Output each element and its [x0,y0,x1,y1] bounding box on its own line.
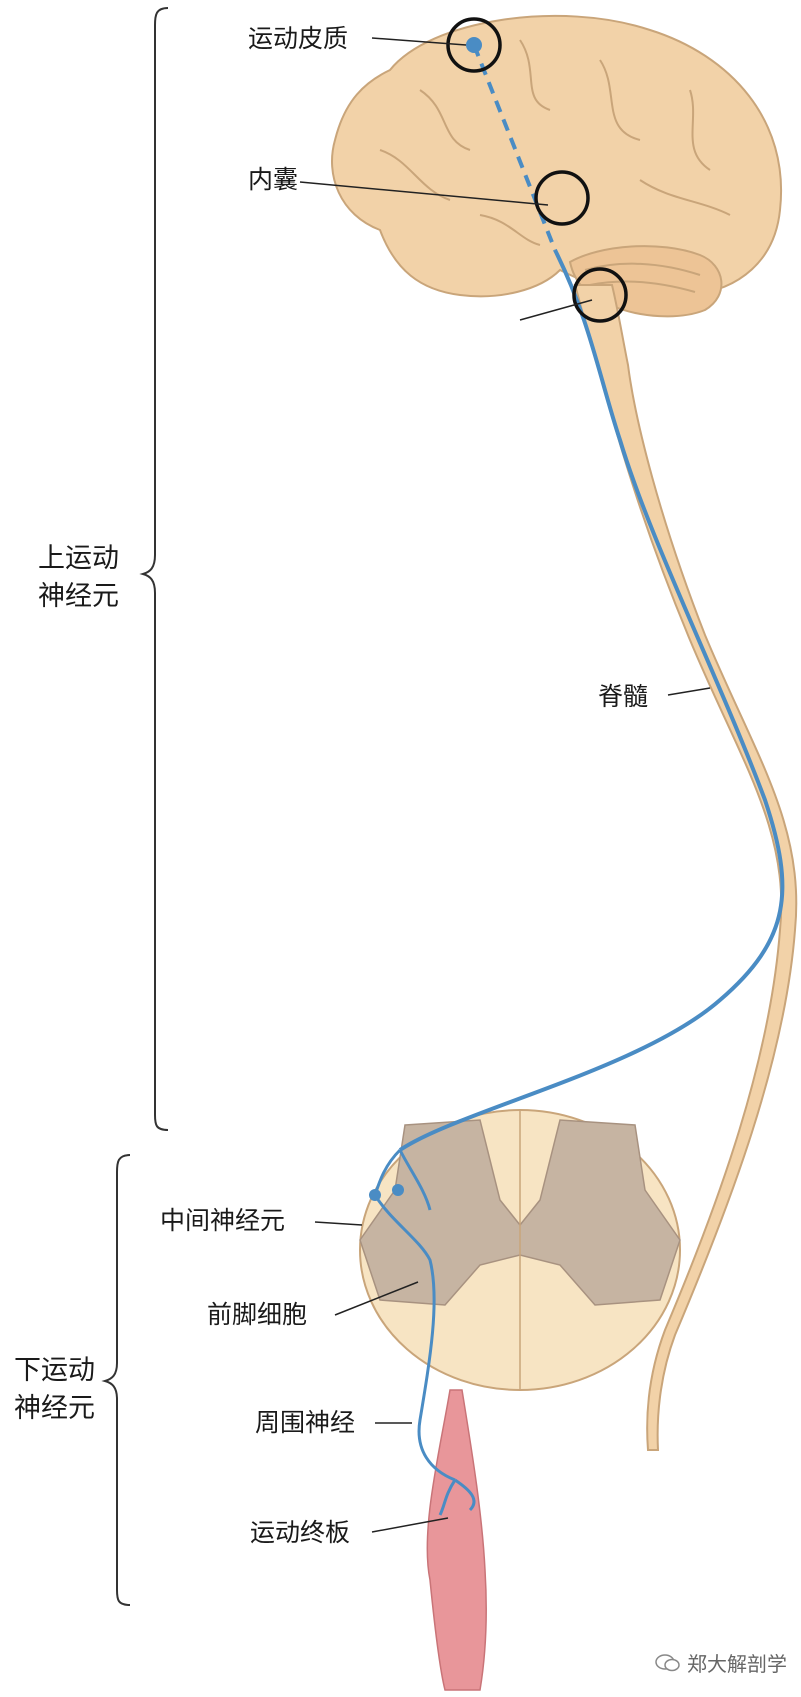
muscle [426,1389,487,1691]
group-upper-line1: 上运动 [38,543,119,574]
label-interneuron: 中间神经元 [160,1206,286,1235]
upper-neuron-axon [398,249,785,1152]
group-upper-line2: 神经元 [38,581,119,612]
cord-cross-section [359,1109,681,1391]
group-upper-motor-neuron: 上运动 神经元 [38,540,119,616]
label-peripheral-nerve: 周围神经 [255,1408,356,1437]
highlight-circles [446,17,628,323]
label-spinal-cord: 脊髓 [598,682,649,711]
lower-bracket [101,1154,131,1606]
label-motor-cortex: 运动皮质 [248,24,349,53]
wechat-icon [655,1653,680,1671]
lower-neuron [373,1148,476,1516]
anterior-horn-soma [392,1184,404,1196]
leader-lines [299,37,711,1533]
label-internal-capsule: 内囊 [248,165,299,194]
upper-bracket [139,7,169,1131]
group-lower-motor-neuron: 下运动 神经元 [14,1352,95,1428]
group-lower-line1: 下运动 [14,1355,95,1386]
interneuron-soma [369,1189,381,1201]
brain [331,14,783,318]
watermark-text: 郑大解剖学 [687,1652,787,1676]
spinal-cord [573,284,798,1451]
brain-folds [379,39,731,293]
watermark: 郑大解剖学 [655,1648,787,1677]
group-lower-line2: 神经元 [14,1393,95,1424]
label-motor-end-plate: 运动终板 [250,1518,351,1547]
label-anterior-horn-cell: 前脚细胞 [207,1300,308,1329]
